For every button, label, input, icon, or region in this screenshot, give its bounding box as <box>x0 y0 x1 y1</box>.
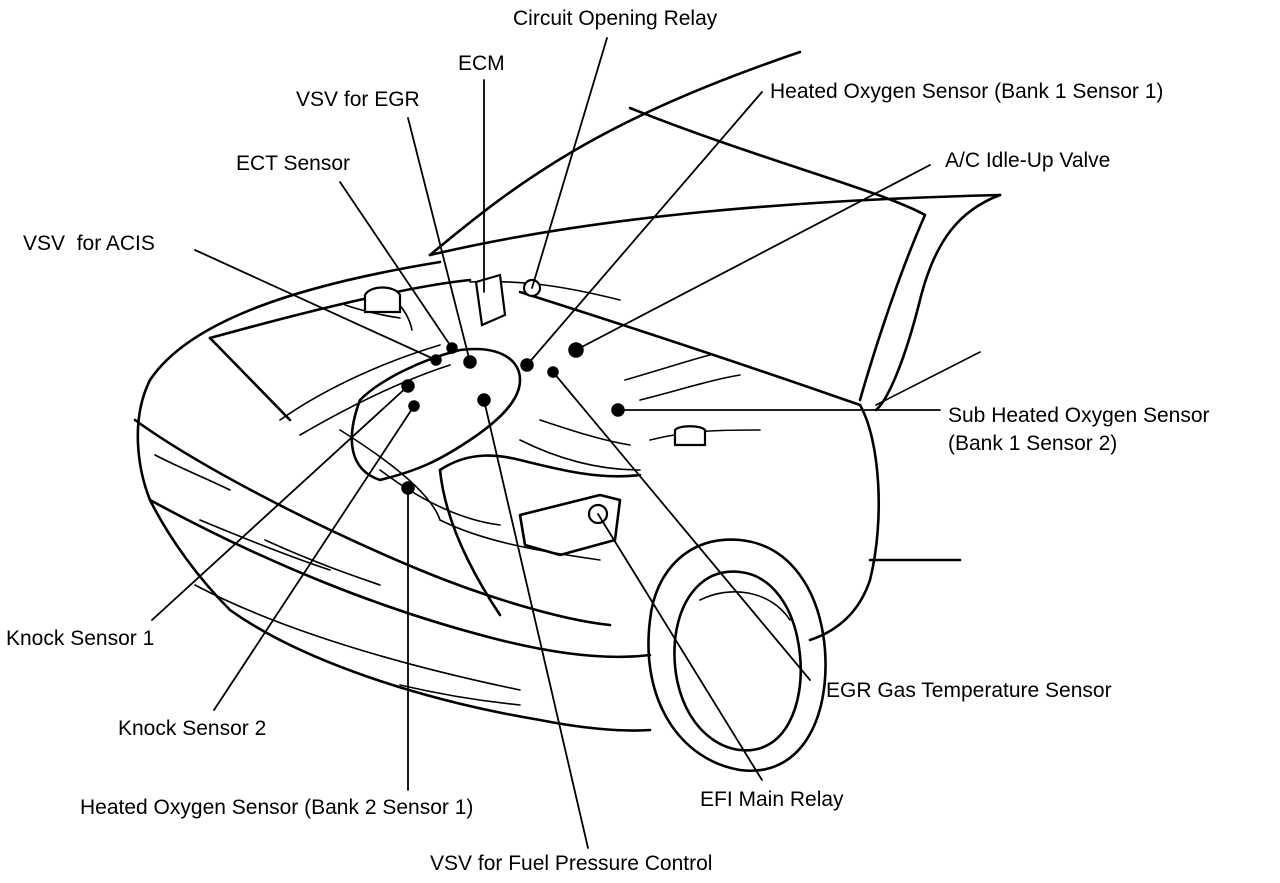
leader-egr-gas-temp <box>552 371 811 681</box>
leader-vsv-acis <box>194 249 437 361</box>
leader-ac-idle-up <box>575 164 931 351</box>
leader-circuit-opening-relay <box>531 37 608 289</box>
label-ac-idle-up-valve: A/C Idle-Up Valve <box>945 149 1110 172</box>
label-heated-oxygen-sensor-bank1-sensor1: Heated Oxygen Sensor (Bank 1 Sensor 1) <box>770 80 1163 103</box>
label-heated-oxygen-sensor-bank2-sensor1: Heated Oxygen Sensor (Bank 2 Sensor 1) <box>80 796 473 819</box>
label-circuit-opening-relay: Circuit Opening Relay <box>513 7 718 30</box>
leader-knock-sensor-2 <box>213 405 415 711</box>
leader-ect-sensor <box>339 181 453 349</box>
leader-vsv-egr <box>407 117 471 363</box>
label-ect-sensor: ECT Sensor <box>236 152 350 175</box>
label-vsv-for-fuel-pressure-control: VSV for Fuel Pressure Control <box>430 852 712 875</box>
label-sub-heated-oxygen-sensor-bank: (Bank 1 Sensor 2) <box>948 432 1117 455</box>
leader-vsv-fuel-pressure <box>483 399 589 849</box>
label-efi-main-relay: EFI Main Relay <box>700 788 844 811</box>
leader-heated-o2-bank1 <box>526 91 763 366</box>
label-knock-sensor-1: Knock Sensor 1 <box>6 627 154 650</box>
label-ecm: ECM <box>458 52 505 75</box>
label-egr-gas-temperature-sensor: EGR Gas Temperature Sensor <box>826 679 1112 702</box>
label-vsv-for-acis: VSV for ACIS <box>23 232 155 255</box>
label-knock-sensor-2: Knock Sensor 2 <box>118 717 266 740</box>
labels: Circuit Opening Relay ECM VSV for EGR He… <box>6 7 1210 875</box>
vehicle-outline <box>133 50 1002 773</box>
leader-lines <box>151 37 941 849</box>
leader-efi-main-relay <box>597 513 763 781</box>
leader-knock-sensor-1 <box>151 385 409 621</box>
label-sub-heated-oxygen-sensor: Sub Heated Oxygen Sensor <box>948 404 1210 427</box>
ecm-unit <box>474 273 507 327</box>
label-vsv-for-egr: VSV for EGR <box>296 88 420 111</box>
